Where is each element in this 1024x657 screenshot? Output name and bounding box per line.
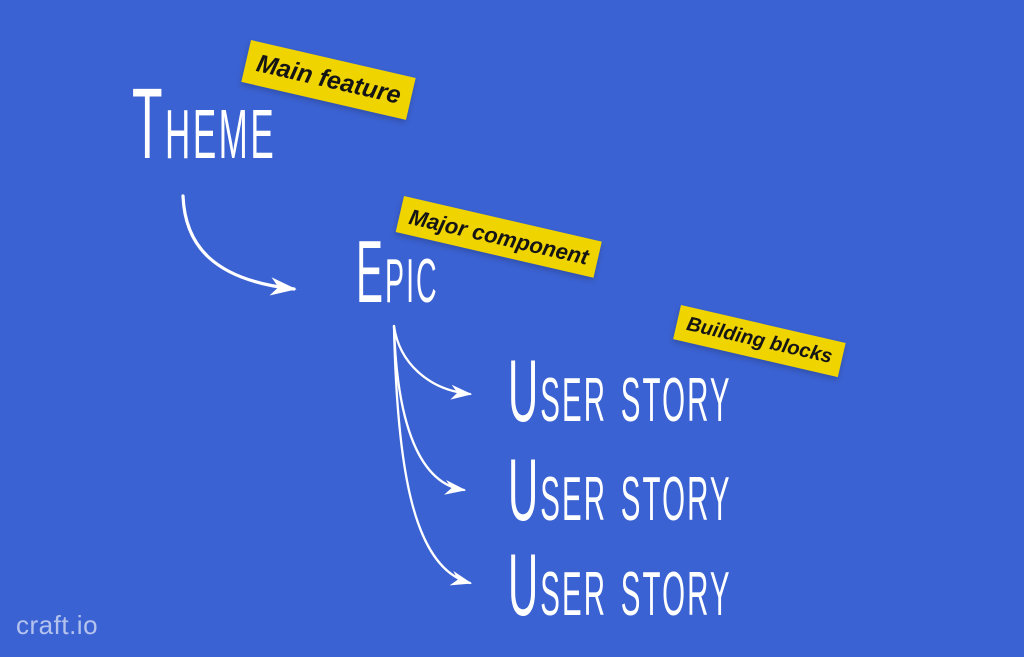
- node-user-story-3: User story: [508, 535, 732, 634]
- arrow-theme-to-epic: [181, 194, 297, 296]
- node-user-story-2: User story: [508, 440, 732, 539]
- node-epic: Epic: [356, 222, 439, 321]
- node-theme: Theme: [132, 68, 277, 180]
- arrow-epic-to-story-1: [392, 324, 473, 400]
- craft-io-watermark: craft.io: [16, 610, 99, 640]
- arrow-epic-to-story-3: [392, 324, 473, 586]
- node-user-story-1: User story: [508, 341, 732, 440]
- arrow-epic-to-story-2: [392, 324, 467, 495]
